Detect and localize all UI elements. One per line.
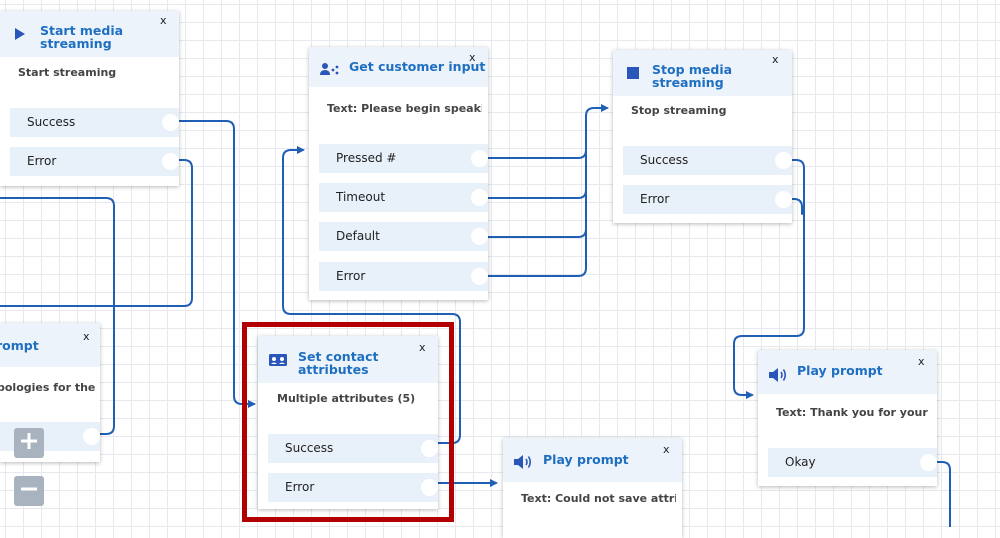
- close-icon[interactable]: x: [772, 53, 779, 66]
- connector-okay: [929, 461, 951, 527]
- block-title: Get customer input: [349, 59, 486, 74]
- block-description: Text: Please begin speaking...: [327, 102, 482, 115]
- close-icon[interactable]: x: [918, 355, 925, 368]
- branch-error[interactable]: Error: [268, 473, 438, 502]
- speaker-icon: [767, 364, 789, 386]
- block-start-media-streaming[interactable]: Start media streaming x Start streaming …: [0, 11, 179, 186]
- connector-left-flow: [0, 197, 115, 435]
- branch-label: Error: [336, 269, 366, 283]
- connection-port[interactable]: [775, 191, 792, 208]
- block-description: pologies for the ...: [0, 381, 95, 394]
- block-header: Play prompt x: [758, 350, 937, 394]
- block-title: Start media streaming: [40, 23, 124, 51]
- branch-label: Error: [27, 154, 57, 168]
- branch-label: Error: [285, 480, 315, 494]
- block-description: Text: Could not save attrib...: [521, 492, 676, 505]
- branch-label: Okay: [785, 455, 816, 469]
- connection-port[interactable]: [471, 228, 488, 245]
- customer-input-icon: [319, 59, 341, 81]
- plus-icon: [19, 431, 39, 455]
- connection-port[interactable]: [83, 428, 100, 445]
- close-icon[interactable]: x: [419, 341, 426, 354]
- connector-start-success: [171, 120, 256, 408]
- connection-port[interactable]: [162, 114, 179, 131]
- branch-label: Timeout: [336, 190, 386, 204]
- branch-success[interactable]: Success: [268, 434, 438, 463]
- flow-connectors: [0, 104, 951, 527]
- block-play-prompt-right[interactable]: Play prompt x Text: Thank you for your m…: [758, 350, 937, 486]
- block-header: Stop media streaming x: [613, 50, 792, 96]
- close-icon[interactable]: x: [83, 330, 90, 343]
- close-icon[interactable]: x: [663, 443, 670, 456]
- block-get-customer-input[interactable]: Get customer input x Text: Please begin …: [309, 47, 488, 300]
- branch-error[interactable]: Error: [623, 185, 792, 214]
- block-title: Play prompt: [543, 452, 629, 467]
- block-header: Set contact attributes x: [258, 336, 438, 383]
- contact-attributes-icon: [267, 349, 289, 371]
- block-stop-media-streaming[interactable]: Stop media streaming x Stop streaming Su…: [613, 50, 792, 223]
- block-title: rompt: [0, 338, 39, 353]
- block-title: Stop media streaming: [652, 62, 733, 90]
- connection-port[interactable]: [421, 479, 438, 496]
- connection-port[interactable]: [471, 268, 488, 285]
- block-title: Set contact attributes: [298, 349, 379, 377]
- zoom-out-button[interactable]: [14, 476, 44, 506]
- block-description: Start streaming: [18, 66, 117, 79]
- block-header: Play prompt x: [503, 438, 682, 482]
- connection-port[interactable]: [162, 153, 179, 170]
- zoom-in-button[interactable]: [14, 428, 44, 458]
- block-header: rompt x: [0, 323, 100, 367]
- branch-success[interactable]: Success: [623, 146, 792, 175]
- block-header: Start media streaming x: [0, 11, 179, 57]
- block-description: Text: Thank you for your m...: [776, 406, 931, 419]
- branch-success[interactable]: Success: [10, 108, 179, 137]
- branch-label: Default: [336, 229, 380, 243]
- connector-pressed: [480, 104, 609, 159]
- play-icon: [9, 23, 31, 45]
- connection-port[interactable]: [421, 440, 438, 457]
- selection-highlight: [242, 322, 454, 522]
- connector-error: [480, 115, 587, 277]
- speaker-icon: [512, 451, 534, 473]
- branch-okay[interactable]: Okay: [768, 448, 937, 477]
- block-set-contact-attributes[interactable]: Set contact attributes x Multiple attrib…: [258, 336, 438, 509]
- connector-start-error: [0, 159, 193, 307]
- connection-port[interactable]: [471, 150, 488, 167]
- branch-label: Success: [285, 441, 334, 455]
- stop-icon: [622, 62, 644, 84]
- branch-okay[interactable]: [0, 422, 100, 451]
- branch-label: Success: [640, 153, 689, 167]
- branch-label: Pressed #: [336, 151, 397, 165]
- branch-error[interactable]: Error: [319, 262, 488, 291]
- branch-label: Success: [27, 115, 76, 129]
- connector-attr-success: [282, 146, 461, 444]
- branch-pressed[interactable]: Pressed #: [319, 144, 488, 173]
- connection-port[interactable]: [775, 152, 792, 169]
- block-title: Play prompt: [797, 363, 883, 378]
- connection-port[interactable]: [471, 189, 488, 206]
- block-header: Get customer input x: [309, 47, 488, 87]
- close-icon[interactable]: x: [160, 14, 167, 27]
- minus-icon: [19, 479, 39, 503]
- block-description: Multiple attributes (5): [277, 392, 416, 405]
- branch-error[interactable]: Error: [10, 147, 179, 176]
- connector-default: [480, 115, 587, 238]
- connection-port[interactable]: [920, 454, 937, 471]
- branch-timeout[interactable]: Timeout: [319, 183, 488, 212]
- block-play-prompt-bottom[interactable]: Play prompt x Text: Could not save attri…: [503, 438, 682, 538]
- branch-label: Error: [640, 192, 670, 206]
- block-description: Stop streaming: [631, 104, 727, 117]
- connector-stop-error: [785, 198, 803, 215]
- close-icon[interactable]: x: [469, 51, 476, 64]
- branch-default[interactable]: Default: [319, 222, 488, 251]
- connector-stop-success: [733, 159, 805, 399]
